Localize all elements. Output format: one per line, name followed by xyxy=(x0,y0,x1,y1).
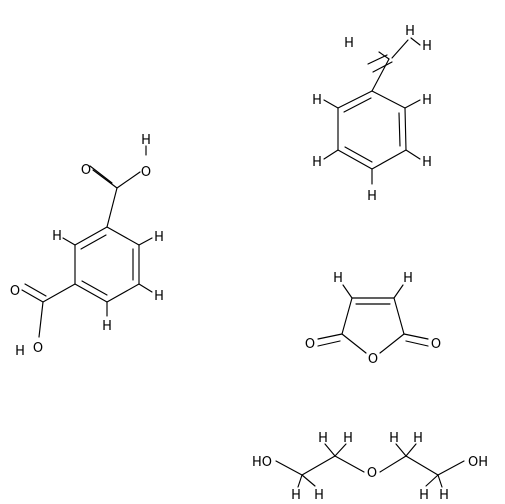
bond xyxy=(372,61,393,73)
bond xyxy=(379,455,407,473)
atom-label-h: H xyxy=(405,24,415,39)
bond xyxy=(344,146,373,163)
atom-label-o: O xyxy=(305,337,315,352)
atom-label-h: H xyxy=(318,431,328,446)
bond xyxy=(301,455,336,476)
bond xyxy=(405,340,429,347)
bond xyxy=(379,333,405,354)
bond xyxy=(404,107,407,151)
bond xyxy=(80,234,107,250)
atom-label-h: H xyxy=(389,431,399,446)
bond xyxy=(341,333,367,354)
bond xyxy=(391,39,409,59)
atom-label-h: H xyxy=(312,155,322,170)
bond xyxy=(89,165,113,184)
bond xyxy=(297,474,303,488)
bond xyxy=(378,51,390,60)
atom-label-h: H xyxy=(422,39,432,54)
bond xyxy=(323,99,339,109)
atom-label-h: H xyxy=(419,488,429,503)
atom-label-ho: HO xyxy=(252,455,272,470)
bond xyxy=(337,90,373,109)
atom-label-h: H xyxy=(422,155,432,170)
bond xyxy=(74,283,108,303)
atom-label-h: H xyxy=(102,319,112,334)
bond xyxy=(106,226,140,246)
bond xyxy=(106,187,118,228)
atom-label-h: H xyxy=(439,488,449,503)
atom-label-o: O xyxy=(431,337,441,352)
atom-label-oh: OH xyxy=(468,455,488,470)
bond xyxy=(317,333,343,340)
atom-label-h: H xyxy=(333,271,343,286)
bond xyxy=(405,149,421,160)
bond xyxy=(371,58,390,92)
bond xyxy=(437,474,443,488)
atom-label-o: O xyxy=(33,341,43,356)
bond xyxy=(21,289,44,303)
bond xyxy=(275,460,303,476)
styrene-molecule: H H H H H H H H xyxy=(312,24,432,204)
bond xyxy=(81,280,108,296)
atom-label-h: H xyxy=(344,36,354,51)
atom-label-h: H xyxy=(141,133,151,148)
bond xyxy=(62,237,76,246)
atom-label-h: H xyxy=(413,431,423,446)
bond xyxy=(393,297,405,335)
atom-label-o: O xyxy=(367,466,377,481)
bond xyxy=(341,297,353,335)
bond xyxy=(42,283,76,303)
atom-label-h: H xyxy=(312,93,322,108)
bond xyxy=(317,340,341,347)
atom-label-h: H xyxy=(367,189,377,204)
bond xyxy=(334,455,365,473)
bond xyxy=(410,37,421,46)
bond xyxy=(404,99,421,109)
bond xyxy=(301,474,316,487)
diethylene-glycol-molecule: HO O OH H H H H H H H H xyxy=(252,431,488,503)
atom-label-h: H xyxy=(314,488,324,503)
bond xyxy=(367,54,388,65)
bond xyxy=(24,283,47,297)
atom-label-h: H xyxy=(154,289,164,304)
bond xyxy=(398,112,401,147)
atom-label-h: H xyxy=(422,93,432,108)
atom-label-o: O xyxy=(81,163,91,178)
bond xyxy=(405,443,417,457)
bond xyxy=(371,90,406,109)
bond xyxy=(106,283,140,303)
atom-label-h: H xyxy=(343,431,353,446)
atom-label-o: O xyxy=(10,284,20,299)
bond xyxy=(405,455,439,476)
bond xyxy=(38,301,44,338)
bond xyxy=(138,237,153,246)
atom-label-h: H xyxy=(52,229,62,244)
bond xyxy=(74,226,108,246)
isophthalic-acid-molecule: O O H H H H H O O H xyxy=(10,133,164,359)
atom-label-h: H xyxy=(154,230,164,245)
bond xyxy=(343,97,372,113)
bond xyxy=(371,149,407,170)
maleic-anhydride-molecule: H H O O O xyxy=(305,271,441,367)
bond xyxy=(393,284,404,299)
bond xyxy=(403,333,429,340)
bond xyxy=(324,443,336,457)
atom-label-o: O xyxy=(368,352,378,367)
bond xyxy=(92,169,118,189)
bond xyxy=(323,149,339,160)
atom-label-h: H xyxy=(15,344,25,359)
bond xyxy=(334,443,347,457)
bond xyxy=(138,283,153,293)
bond xyxy=(116,171,141,189)
atom-label-o: O xyxy=(141,165,151,180)
atom-label-h: H xyxy=(291,488,301,503)
bond xyxy=(395,443,407,457)
bond xyxy=(437,460,465,476)
bond xyxy=(425,474,439,487)
bond xyxy=(337,149,373,170)
atom-label-h: H xyxy=(403,271,413,286)
bond xyxy=(342,284,353,299)
